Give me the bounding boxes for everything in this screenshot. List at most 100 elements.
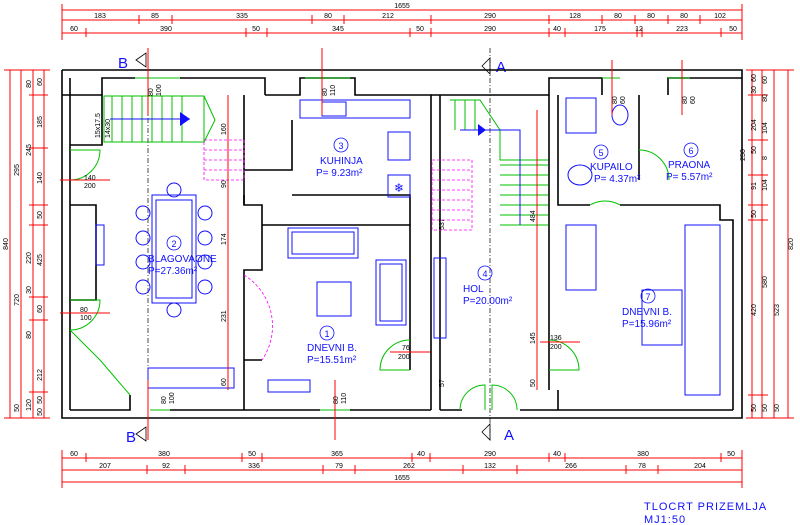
- section-label-b-bottom: B: [126, 429, 136, 446]
- dim-label: 50: [248, 451, 256, 458]
- dim-label: 104: [762, 179, 769, 191]
- room-number: 3: [338, 141, 343, 151]
- dim-label: 223: [676, 26, 688, 33]
- opening-label: 80: [80, 307, 88, 314]
- dim-label: 523: [774, 304, 781, 316]
- dim-label: 30: [751, 86, 758, 94]
- inner-dim: 57: [439, 379, 446, 387]
- room-1: 1 DNEVNI B. P=15.51m²: [307, 325, 357, 366]
- dim-label: 78: [638, 463, 646, 470]
- room-4: 4 HOL P=20.00m²: [463, 265, 513, 307]
- dim-label: 140: [37, 172, 44, 184]
- dim-label: 207: [99, 463, 111, 470]
- dim-label: 183: [94, 13, 106, 20]
- room-2: 2 BLAGOVAONE P=27.36m²: [148, 235, 217, 277]
- opening-label: 80: [322, 88, 329, 96]
- dim-label: 175: [594, 26, 606, 33]
- dim-label: 12: [635, 26, 643, 33]
- dim-label: 266: [565, 463, 577, 470]
- inner-dim: 145: [530, 332, 537, 344]
- opening-markers: [60, 48, 683, 440]
- dim-label: 380: [158, 451, 170, 458]
- dim-label: 50: [774, 404, 781, 412]
- stair-label: 14x30: [105, 119, 112, 138]
- room-name: PRAONA: [668, 160, 711, 171]
- opening-label: 140: [84, 175, 96, 182]
- room-name: KUHINJA: [320, 156, 363, 167]
- dim-label: 80: [26, 80, 33, 88]
- top-row1-labels: 183 85 335 80 212 290 128 80 80 80 102: [94, 13, 726, 20]
- dim-label: 80: [762, 94, 769, 102]
- room-name: DNEVNI B.: [307, 343, 357, 354]
- dim-label: 80: [680, 13, 688, 20]
- kitchen-units: ❄: [299, 99, 411, 198]
- title-line-1: TLOCRT PRIZEMLJA: [644, 501, 767, 513]
- dim-label: 204: [694, 463, 706, 470]
- top-row2-labels: 60 390 50 345 50 290 40 175 12 223 50: [70, 26, 737, 33]
- inner-dims: 160 174 231 60 90 145 57 50: [221, 123, 537, 387]
- section-label-b-top: B: [118, 55, 128, 72]
- opening-label: 80: [682, 96, 689, 104]
- dim-label: 250: [740, 149, 747, 161]
- dim-label: 50: [751, 146, 758, 154]
- dim-label: 80: [647, 13, 655, 20]
- left-col1-labels: 60 185 140 50 425 60 212 50 50: [37, 78, 44, 416]
- dim-label: 50: [762, 404, 769, 412]
- right-col3-labels: 523 50: [774, 304, 781, 412]
- dim-label: 295: [14, 164, 21, 176]
- opening-label: 110: [341, 393, 348, 404]
- left-total-dim: 840: [3, 238, 10, 250]
- inner-dim: 90: [221, 180, 228, 188]
- dim-label: 40: [417, 451, 425, 458]
- room-area: P=15.96m²: [622, 319, 672, 330]
- inner-dim: 60: [221, 378, 228, 386]
- dim-label: 40: [553, 451, 561, 458]
- top-total-dim: 1655: [394, 3, 410, 10]
- top-dimension-chains: 1655 183 85 335 80 212 290 128 80 80 80 …: [61, 3, 743, 40]
- room-6: 6 PRAONA P= 5.57m²: [666, 142, 713, 183]
- bottom-dimension-chains: 60 380 50 365 40 290 40 380 50 207 92 33…: [61, 450, 743, 488]
- room-area: P= 5.57m²: [666, 172, 713, 183]
- left-dimension-chains: 60 185 140 50 425 60 212 50 50 80 245 22…: [3, 69, 50, 419]
- right-total-dim: 820: [788, 238, 795, 250]
- dim-label: 50: [416, 26, 424, 33]
- dim-label: 80: [26, 331, 33, 339]
- room-number: 5: [598, 148, 603, 158]
- right-dimension-chains: 60 30 204 50 91 250 50 420 50 60 80 104 …: [740, 69, 795, 419]
- room-3: 3 KUHINJA P= 9.23m²: [316, 137, 363, 179]
- dim-label: 290: [484, 451, 496, 458]
- room-name: KUPAILO: [590, 162, 633, 173]
- drawing-title: TLOCRT PRIZEMLJA MJ1:50: [644, 501, 767, 525]
- dim-label: 425: [37, 254, 44, 266]
- room-7: 7 DNEVNI B. P=15.96m²: [622, 288, 672, 330]
- dim-label: 50: [751, 210, 758, 218]
- dim-label: 204: [751, 119, 758, 131]
- title-line-2: MJ1:50: [644, 514, 686, 525]
- dim-label: 128: [569, 13, 581, 20]
- dim-label: 220: [26, 252, 33, 264]
- room-name: DNEVNI B.: [622, 307, 672, 318]
- opening-label: 80: [148, 88, 155, 96]
- opening-label: 76: [402, 345, 410, 352]
- dim-label: 80: [614, 13, 622, 20]
- dim-label: 60: [70, 451, 78, 458]
- dim-label: 50: [729, 26, 737, 33]
- dim-label: 262: [403, 463, 415, 470]
- room-5: 5 KUPAILO P= 4.37m²: [590, 144, 641, 185]
- dim-label: 60: [762, 76, 769, 84]
- dim-label: 50: [252, 26, 260, 33]
- dim-label: 580: [762, 276, 769, 288]
- dim-label: 336: [248, 463, 260, 470]
- dim-label: 50: [37, 211, 44, 219]
- dim-label: 335: [236, 13, 248, 20]
- left-col2-labels: 80 245 220 30 80 120: [26, 80, 33, 411]
- opening-label: 80: [161, 396, 168, 404]
- dim-label: 390: [160, 26, 172, 33]
- inner-dim: 50: [530, 379, 537, 387]
- opening-label: 110: [330, 85, 337, 96]
- dim-label: 720: [14, 294, 21, 306]
- opening-label: 100: [169, 392, 176, 404]
- right-col1-labels: 60 30 204 50 91 250 50 420 50: [740, 74, 758, 412]
- bottom-row1-labels: 60 380 50 365 40 290 40 380 50: [70, 451, 735, 458]
